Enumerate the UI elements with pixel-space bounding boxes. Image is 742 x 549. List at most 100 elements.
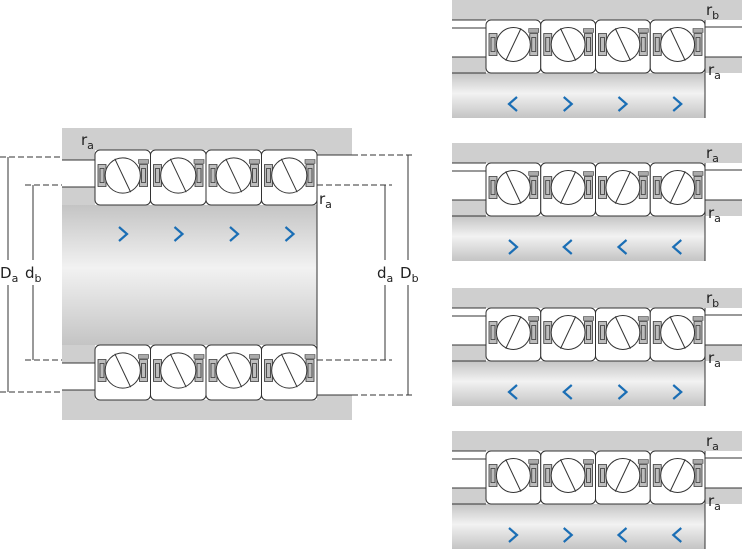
cage-right	[529, 321, 539, 344]
load-direction-arrow	[229, 226, 240, 242]
housing-bottom-right-step	[317, 395, 352, 400]
load-direction-arrow	[562, 239, 573, 255]
contact-angle-line	[505, 28, 522, 61]
cage-left	[598, 33, 607, 56]
bearing-unit	[485, 307, 542, 362]
label-top-radius: ra	[706, 432, 719, 453]
main-arrangement	[0, 128, 415, 420]
label-subscript: a	[714, 357, 721, 370]
seal-lip	[138, 159, 149, 164]
label-top-radius: rb	[706, 1, 719, 22]
cage-right	[638, 176, 648, 199]
bearing-unit	[540, 450, 596, 505]
load-direction-arrow	[118, 226, 129, 242]
contact-angle-line	[169, 158, 187, 193]
housing-top-left-shoulder	[62, 150, 95, 160]
cage-left	[652, 321, 662, 344]
bearing-unit	[94, 149, 151, 206]
housing-right-step	[705, 345, 742, 361]
label-Da: Da	[0, 264, 18, 285]
label-subscript: b	[412, 272, 419, 285]
housing	[452, 431, 742, 451]
seal-lip	[528, 171, 540, 176]
seal-lip	[249, 159, 260, 164]
housing-right-step	[705, 200, 742, 216]
seal-lip	[528, 28, 540, 33]
contact-angle-line	[505, 459, 522, 492]
shaft	[452, 361, 705, 406]
label-base: r	[706, 432, 713, 450]
cage-right	[584, 321, 593, 344]
bearing-unit	[94, 344, 151, 401]
cage-right	[584, 33, 593, 56]
seal-lip	[692, 316, 704, 321]
bearing-unit	[649, 19, 706, 74]
contact-angle-line	[505, 316, 522, 349]
label-da: da	[377, 264, 393, 285]
bearing-unit	[150, 344, 207, 401]
contact-angle-line	[114, 158, 132, 193]
label-bottom-radius: ra	[708, 349, 721, 370]
cage-left	[543, 464, 553, 487]
shaft-shoulder	[452, 345, 486, 361]
housing-bottom-left-shoulder	[62, 390, 95, 400]
arrangement-panel-2	[452, 143, 742, 261]
cage-right	[693, 321, 703, 344]
seal-lip	[583, 459, 594, 464]
bearing-unit	[485, 162, 542, 217]
cage-right	[529, 176, 539, 199]
seal-lip	[193, 354, 205, 359]
bearing-unit	[649, 307, 706, 362]
bearing-unit	[595, 307, 651, 362]
seal-lip	[583, 171, 594, 176]
cage-right	[584, 176, 593, 199]
housing-top	[62, 128, 352, 150]
seal-lip	[692, 171, 704, 176]
seal-lip	[637, 459, 649, 464]
contact-angle-line	[560, 28, 577, 61]
bearing-unit	[485, 450, 542, 505]
label-base: D	[0, 264, 12, 282]
load-direction-arrow	[507, 384, 518, 400]
cage-left	[543, 321, 553, 344]
housing	[452, 0, 742, 20]
cage-left	[598, 464, 607, 487]
cage-right	[693, 464, 703, 487]
bearing-unit	[649, 162, 706, 217]
cage-right	[529, 464, 539, 487]
contact-angle-line	[560, 459, 577, 492]
load-direction-arrow	[617, 96, 629, 112]
bearing-unit	[540, 162, 596, 217]
contact-angle-line	[560, 171, 577, 204]
contact-angle-line	[614, 171, 631, 204]
bearing-unit	[595, 450, 651, 505]
seal-lip	[528, 459, 540, 464]
label-subscript: a	[714, 212, 721, 225]
label-base: d	[25, 264, 35, 282]
load-direction-arrow	[616, 239, 628, 255]
label-base: r	[708, 492, 715, 510]
cage-left	[652, 464, 662, 487]
label-ra-top: ra	[81, 131, 94, 152]
contact-angle-line	[225, 158, 243, 193]
cage-left	[208, 164, 218, 187]
label-subscript: a	[714, 500, 721, 513]
load-direction-arrow	[563, 96, 574, 112]
shaft-shoulder	[452, 488, 486, 504]
label-base: r	[708, 61, 715, 79]
load-direction-arrow	[671, 527, 682, 543]
label-ra-right: ra	[319, 190, 332, 211]
label-bottom-radius: ra	[708, 204, 721, 225]
cage-left	[208, 359, 218, 382]
contact-angle-line	[280, 353, 298, 388]
label-base: r	[81, 131, 88, 149]
cage-left	[488, 464, 498, 487]
label-top-radius: ra	[706, 144, 719, 165]
bearing-unit	[261, 344, 318, 401]
cage-right	[638, 33, 648, 56]
cage-left	[543, 33, 553, 56]
arrangement-panel-4	[452, 431, 742, 549]
shaft	[452, 216, 705, 261]
